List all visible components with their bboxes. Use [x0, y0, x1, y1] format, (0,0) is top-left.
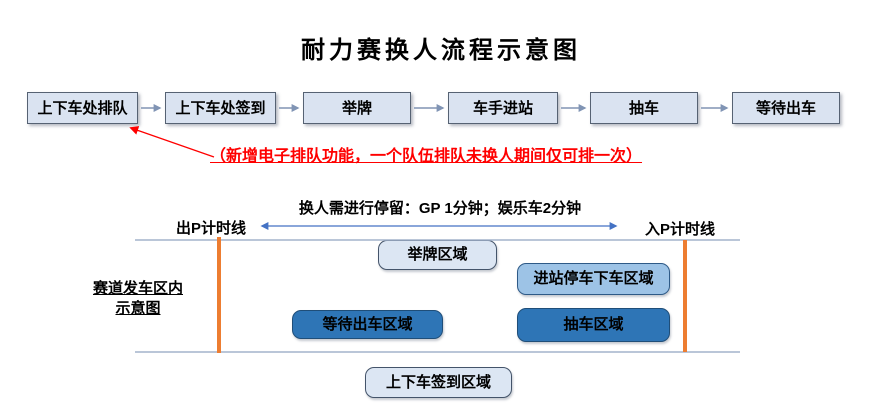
flow-step-checkin: 上下车处签到	[165, 92, 276, 124]
zone-car-draw: 抽车区域	[517, 308, 670, 342]
zone-wait-departure: 等待出车区域	[292, 310, 443, 339]
pit-area-side-label: 赛道发车区内 示意图	[58, 279, 218, 319]
pit-exit-timing-label: 出P计时线	[176, 220, 247, 237]
zone-checkin: 上下车签到区域	[365, 367, 512, 398]
stay-duration-note: 换人需进行停留：GP 1分钟；娱乐车2分钟	[298, 200, 582, 217]
flow-step-driver-pit-in: 车手进站	[448, 92, 558, 124]
annotation-arrow	[129, 126, 215, 158]
flow-step-car-draw: 抽车	[590, 92, 698, 124]
flow-step-signboard: 举牌	[303, 92, 411, 124]
pit-area-side-label-line1: 赛道发车区内	[92, 280, 183, 297]
zone-signboard: 举牌区域	[378, 240, 497, 270]
pit-area-side-label-line2: 示意图	[115, 300, 161, 317]
pit-entry-timing-label: 入P计时线	[645, 221, 716, 238]
zone-pit-stop-dropoff: 进站停车下车区域	[517, 263, 670, 295]
flow-step-queue: 上下车处排队	[27, 92, 138, 124]
e-queue-annotation: （新增电子排队功能，一个队伍排队未换人期间仅可排一次）	[210, 148, 643, 165]
flow-step-wait-departure: 等待出车	[732, 92, 840, 124]
diagram-title: 耐力赛换人流程示意图	[301, 37, 581, 64]
